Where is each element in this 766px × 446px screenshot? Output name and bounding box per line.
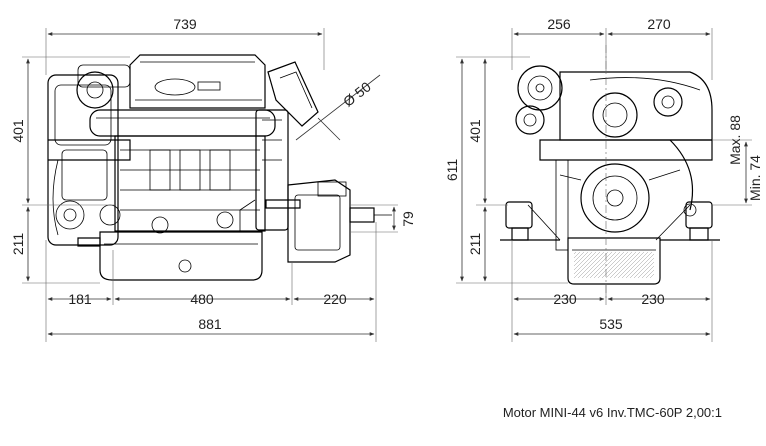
dim-exhaust-diameter: Ø 50 xyxy=(340,78,374,109)
dim-side-height-lower: 211 xyxy=(10,233,26,256)
dim-front-height-lower: 211 xyxy=(467,233,483,256)
front-view-dimension-lines xyxy=(456,28,752,342)
front-view-dimension-labels: 256 270 611 401 211 Max. 88 Min. 74 230 … xyxy=(444,16,763,332)
drawing-caption: Motor MINI-44 v6 Inv.TMC-60P 2,00:1 xyxy=(502,405,722,420)
side-view-dimension-lines xyxy=(22,28,398,342)
dim-side-overall-top: 739 xyxy=(173,16,197,32)
front-view-engine xyxy=(500,65,720,285)
side-view-dimension-labels: 739 401 211 181 480 220 881 Ø 50 79 xyxy=(10,16,416,332)
dim-front-top-left: 256 xyxy=(547,16,571,32)
dim-gearbox-offset: 79 xyxy=(400,211,416,227)
dim-front-bottom-right: 230 xyxy=(641,291,665,307)
dim-angle-min: Min. 74 xyxy=(747,155,763,201)
dim-side-overall-bottom: 881 xyxy=(198,316,222,332)
dim-side-bottom-mid: 480 xyxy=(190,291,214,307)
dim-front-overall-bottom: 535 xyxy=(599,316,623,332)
dim-side-bottom-left: 181 xyxy=(68,291,92,307)
dim-side-height-upper: 401 xyxy=(10,119,26,143)
dim-front-height-total: 611 xyxy=(444,159,460,182)
dim-front-bottom-left: 230 xyxy=(553,291,577,307)
dim-front-top-right: 270 xyxy=(647,16,671,32)
dim-angle-max: Max. 88 xyxy=(727,115,743,165)
dim-side-bottom-right: 220 xyxy=(323,291,347,307)
side-view-engine xyxy=(47,54,392,281)
dim-front-height-upper: 401 xyxy=(467,119,483,143)
